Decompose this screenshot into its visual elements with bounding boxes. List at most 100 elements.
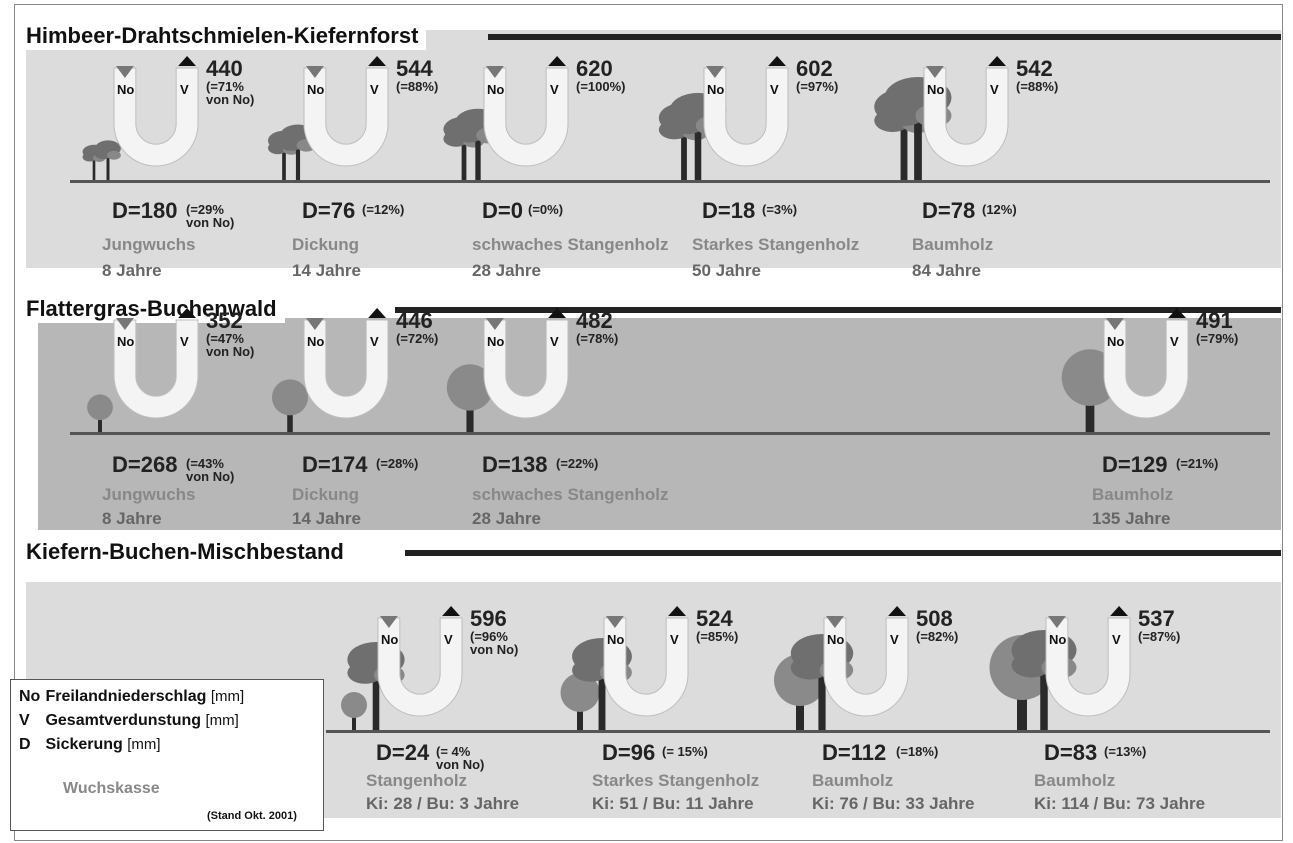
- seepage-percent: (=43% von No): [186, 456, 235, 484]
- precip-arrow-icon: [606, 616, 624, 628]
- pine-crown: [107, 150, 121, 160]
- water-balance-u: [113, 308, 199, 419]
- evap-value: 542: [1016, 56, 1053, 81]
- stage-name: Baumholz: [812, 771, 894, 790]
- evap-percent: (=79%): [1196, 331, 1239, 346]
- trunk: [900, 111, 908, 180]
- evap-value: 491: [1196, 308, 1233, 333]
- u-label-v: V: [444, 632, 453, 647]
- stage-age: 8 Jahre: [102, 261, 162, 280]
- section-panel: [38, 318, 1281, 530]
- stage-name: Baumholz: [1034, 771, 1116, 790]
- trunk: [106, 150, 110, 180]
- water-balance-u: [303, 56, 389, 167]
- u-body: [1045, 617, 1131, 717]
- water-balance-u: [303, 308, 389, 419]
- u-body: [377, 617, 463, 717]
- water-balance-u: [603, 606, 689, 717]
- precip-arrow-icon: [486, 66, 504, 78]
- trunk: [287, 411, 293, 432]
- pine-tree-icon: [95, 140, 121, 180]
- evap-percent: (=72%): [396, 331, 439, 346]
- water-balance-u: [113, 56, 199, 167]
- u-label-no: No: [827, 632, 845, 647]
- pine-crown: [669, 112, 705, 135]
- legend-item-d: D Sickerung [mm]: [19, 736, 161, 754]
- seepage-value: D=83: [1044, 740, 1098, 765]
- stage-age: Ki: 28 / Bu: 3 Jahre: [366, 794, 520, 813]
- u-label-no: No: [487, 82, 505, 97]
- evap-percent: (=96% von No): [470, 629, 519, 657]
- legend-note: (Stand Okt. 2001): [207, 810, 297, 822]
- u-label-v: V: [180, 82, 189, 97]
- stage-illustration: [989, 606, 1131, 730]
- evap-percent: (=78%): [576, 331, 619, 346]
- u-body: [113, 319, 199, 419]
- trunk: [352, 715, 356, 730]
- evap-arrow-icon: [988, 56, 1006, 66]
- beech-tree-icon: [560, 673, 600, 730]
- stage-illustration: [341, 606, 463, 730]
- precip-arrow-icon: [826, 616, 844, 628]
- precip-arrow-icon: [306, 318, 324, 330]
- section-title: Flattergras-Buchenwald: [22, 295, 285, 323]
- evap-percent: (=71% von No): [206, 79, 255, 107]
- beech-crown: [446, 364, 494, 411]
- u-body: [303, 67, 389, 167]
- seepage-percent: (=21%): [1176, 456, 1219, 471]
- evap-percent: (=85%): [696, 629, 739, 644]
- pine-crown: [82, 152, 97, 162]
- seepage-value: D=129: [1102, 452, 1168, 477]
- legend-unit: [mm]: [210, 688, 245, 705]
- stage-age: 28 Jahre: [472, 509, 541, 528]
- u-label-no: No: [381, 632, 399, 647]
- evap-arrow-icon: [178, 56, 196, 66]
- u-body: [483, 319, 569, 419]
- water-balance-u: [377, 606, 463, 717]
- stage-name: schwaches Stangenholz: [472, 235, 669, 254]
- stage-age: 14 Jahre: [292, 509, 361, 528]
- evap-arrow-icon: [442, 606, 460, 616]
- pine-crown: [884, 100, 926, 126]
- beech-crown: [271, 379, 309, 416]
- legend-symbol: D: [19, 736, 31, 753]
- beech-crown: [341, 692, 367, 718]
- seepage-value: D=180: [112, 198, 178, 223]
- u-label-v: V: [180, 334, 189, 349]
- u-label-v: V: [1112, 632, 1121, 647]
- seepage-value: D=24: [376, 740, 430, 765]
- stage-illustration: [271, 308, 389, 432]
- evap-value: 620: [576, 56, 613, 81]
- ground-line: [326, 730, 1270, 733]
- u-label-no: No: [927, 82, 945, 97]
- seepage-percent: (=0%): [528, 202, 564, 217]
- u-label-no: No: [707, 82, 725, 97]
- legend-unit: [mm]: [127, 736, 161, 753]
- pine-crown: [790, 655, 830, 680]
- water-balance-u: [823, 606, 909, 717]
- evap-percent: (=88%): [396, 79, 439, 94]
- precip-arrow-icon: [306, 66, 324, 78]
- water-balance-u: [1045, 606, 1131, 717]
- stage-age: Ki: 76 / Bu: 33 Jahre: [812, 794, 975, 813]
- precip-arrow-icon: [706, 66, 724, 78]
- stage-illustration: [267, 56, 389, 180]
- evap-percent: (=97%): [796, 79, 839, 94]
- beech-tree-icon: [271, 379, 309, 432]
- section-title: Kiefern-Buchen-Mischbestand: [22, 538, 352, 566]
- stage-age: Ki: 51 / Bu: 11 Jahre: [592, 794, 754, 813]
- u-label-no: No: [607, 632, 625, 647]
- legend-symbol: No: [19, 688, 41, 705]
- u-label-v: V: [990, 82, 999, 97]
- pine-crown: [279, 137, 303, 151]
- u-label-no: No: [117, 334, 135, 349]
- u-label-no: No: [1107, 334, 1125, 349]
- u-label-no: No: [1049, 632, 1067, 647]
- legend-symbol: V: [19, 712, 30, 729]
- stage-name: schwaches Stangenholz: [472, 485, 669, 504]
